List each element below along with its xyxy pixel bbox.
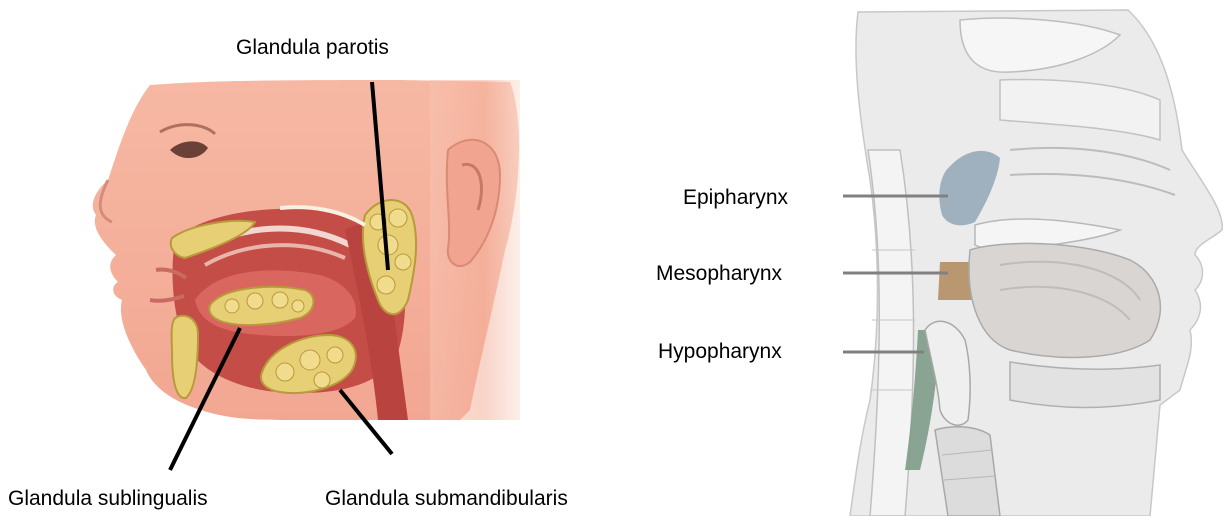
label-hypopharynx: Hypopharynx <box>658 341 782 362</box>
label-glandula-sublingualis: Glandula sublingualis <box>8 488 208 509</box>
label-mesopharynx: Mesopharynx <box>656 263 782 284</box>
tongue-section <box>969 243 1160 357</box>
label-glandula-parotis: Glandula parotis <box>236 37 389 58</box>
label-epipharynx: Epipharynx <box>683 187 788 208</box>
label-glandula-submandibularis: Glandula submandibularis <box>325 488 568 509</box>
mandible-section <box>1010 362 1160 408</box>
